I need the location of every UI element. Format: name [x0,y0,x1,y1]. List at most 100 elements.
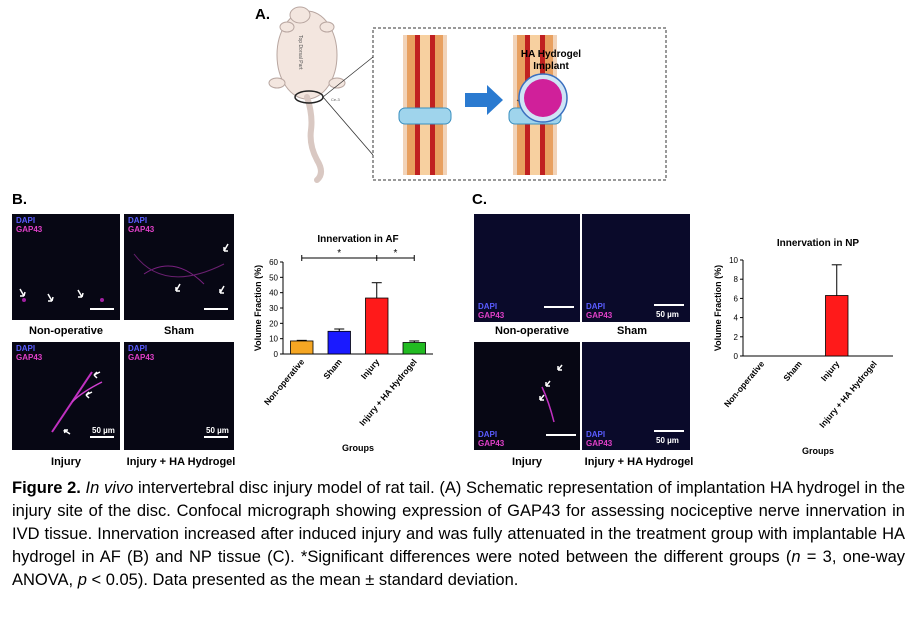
y-tick-label: 30 [269,304,278,313]
gap43-label: GAP43 [586,439,613,448]
significance-mark: * [337,248,341,259]
gap43-label: GAP43 [586,311,613,320]
micrograph-b-injury: DAPI GAP43 50 µm [12,342,120,450]
figure-label: Figure 2. [12,479,81,497]
scale-bar [90,436,114,438]
bar [290,340,314,355]
y-tick-label: 60 [269,258,278,267]
y-tick-label: 8 [734,275,739,284]
caption-n: n [791,548,801,566]
gap43-label: GAP43 [478,311,505,320]
label-b-injury-ha: Injury + HA Hydrogel [126,456,236,468]
dapi-label: DAPI [16,216,36,225]
x-axis-label: Groups [802,446,834,456]
panel-letter-a: A. [255,6,270,23]
scale-bar [90,308,114,310]
scale-text: 50 µm [656,310,679,319]
y-tick-label: 50 [269,273,278,282]
arrows-icon [133,243,229,294]
bar [365,297,389,355]
label-b-nonoperative: Non-operative [29,325,103,337]
x-axis-label: Groups [342,443,374,453]
panel-letter-b: B. [12,191,27,208]
implant-label-1: HA Hydrogel [521,49,581,60]
caption-text-1: intervertebral disc injury model of rat … [12,479,906,566]
scale-bar [544,306,574,308]
schematic-diagram: Top Dorsal Part Ce-3 HA Hydrogel Implant [268,6,667,183]
arrows-icon [51,371,103,435]
gap43-label: GAP43 [16,225,43,234]
micrograph-b-nonoperative: DAPI GAP43 [12,214,120,320]
bar [327,330,351,355]
chart-title: Innervation in AF [317,234,398,245]
micrograph-c-nonoperative: DAPI GAP43 [474,214,580,322]
x-tick-label: Injury [359,357,382,381]
x-tick-label: Non-operative [262,357,307,407]
figure-caption: Figure 2. In vivo intervertebral disc in… [12,477,905,592]
dapi-label: DAPI [128,216,148,225]
caption-text-2: = 3, one-way ANOVA, [12,548,906,589]
rat-illustration [268,6,374,183]
y-tick-label: 2 [734,333,739,342]
caption-text-3: < 0.05). Data presented as the mean ± st… [86,571,519,589]
implant-label-2: Implant [533,61,569,72]
x-tick-label: Sham [321,357,344,381]
y-tick-label: 0 [734,352,739,361]
gap43-label: GAP43 [478,439,505,448]
arrows-icon [539,364,563,423]
implant-core [524,79,562,117]
y-tick-label: 6 [734,294,739,303]
dapi-label: DAPI [586,430,606,439]
label-c-injury: Injury [512,456,542,468]
caption-in-vivo: In vivo [85,479,134,497]
y-tick-label: 10 [729,256,738,265]
rat-text-dorsal: Top Dorsal Part [297,35,303,70]
dapi-label: DAPI [586,302,606,311]
spine-before [398,35,452,175]
y-tick-label: 10 [269,335,278,344]
y-tick-label: 40 [269,289,278,298]
micrograph-b-sham: DAPI GAP43 [124,214,234,320]
y-tick-label: 20 [269,319,278,328]
gap43-label: GAP43 [128,225,155,234]
gap43-label: GAP43 [128,353,155,362]
label-c-nonoperative: Non-operative [495,325,569,337]
dapi-label: DAPI [16,344,36,353]
bar [402,342,426,355]
scale-text: 50 µm [92,426,115,435]
dapi-label: DAPI [478,302,498,311]
y-tick-label: 0 [274,350,279,359]
chart-title: Innervation in NP [777,238,860,249]
x-tick-label: Sham [781,359,804,383]
label-c-injury-ha: Injury + HA Hydrogel [584,456,694,468]
y-tick-label: 4 [734,314,739,323]
arrows-icon [19,288,104,302]
scale-bar [654,304,684,306]
rat-text-ce3: Ce-3 [331,97,340,102]
gap43-label: GAP43 [16,353,43,362]
caption-p: p [77,571,87,589]
micrograph-c-injury: DAPI GAP43 [474,342,580,450]
x-tick-label: Injury [819,359,842,383]
scale-text: 50 µm [206,426,229,435]
dapi-label: DAPI [128,344,148,353]
bar [825,295,849,357]
dapi-label: DAPI [478,430,498,439]
y-axis-label: Volume Fraction (%) [253,265,263,351]
scale-text: 50 µm [656,436,679,445]
x-tick-label: Non-operative [722,359,767,409]
label-b-sham: Sham [164,325,194,337]
label-b-injury: Injury [51,456,81,468]
panel-letter-c: C. [472,191,487,208]
scale-bar [546,434,576,436]
label-c-sham: Sham [617,325,647,337]
y-axis-label: Volume Fraction (%) [713,265,723,351]
scale-bar [204,436,228,438]
micrograph-c-sham: DAPI GAP43 50 µm [582,214,690,322]
significance-mark: * [394,248,398,259]
micrograph-c-injury-ha: DAPI GAP43 50 µm [582,342,690,450]
scale-bar [654,430,684,432]
scale-bar [204,308,228,310]
